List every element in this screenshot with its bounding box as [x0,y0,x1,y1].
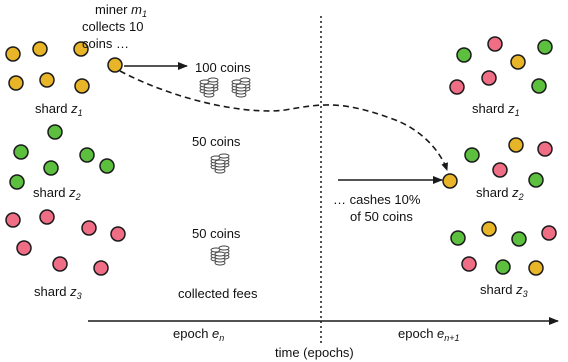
shard-z3-right-label: shard z3 [480,282,528,299]
coin-disc [203,83,215,89]
epoch-n-label: epoch en [173,326,224,343]
node-orange [510,54,526,70]
node-green [464,147,480,163]
node-pink [537,141,553,157]
node-orange [481,221,497,237]
miner-migration-path [119,70,448,171]
node-pink [81,220,97,236]
node-orange [73,41,89,57]
collected-fees-label: collected fees [178,286,258,301]
miner-label-line1: miner m1 [95,2,147,19]
node-orange [5,46,21,62]
coin-disc [235,83,247,89]
node-orange [8,75,24,91]
shard-z3-right-nodes [450,221,557,276]
shard-z1-left-label: shard z1 [35,101,83,118]
shard-z2-right-nodes [464,137,553,188]
node-green [537,39,553,55]
node-green [13,144,29,160]
shard-z2-left-label: shard z2 [33,185,81,202]
shard-z3-left-label: shard z3 [34,284,82,301]
node-orange [508,137,524,153]
coin-disc [214,251,226,257]
node-green [99,158,115,174]
node-green [47,124,63,140]
coin-disc [218,153,230,159]
miner-label-line2: collects 10 [82,19,143,34]
shard-z3-left-nodes [5,209,126,276]
coin-stack-icon [199,77,219,98]
coins-label-100: 100 coins [195,60,251,75]
coin-stack-icon [210,153,230,174]
node-pink [93,260,109,276]
node-pink [16,240,32,256]
coin-disc [207,77,219,83]
epoch-n1-label: epoch en+1 [398,326,460,343]
node-pink [5,212,21,228]
node-green [511,231,527,247]
node-green [495,259,511,275]
node-green [43,160,59,176]
node-orange [39,72,55,88]
node-pink [39,209,55,225]
miner-m1-node-new-shard [442,173,458,189]
coins-label-50-mid: 50 coins [192,134,241,149]
coin-stack-icon [231,77,251,98]
miner-m1-node [107,57,123,73]
node-green [528,172,544,188]
coin-stack-icon [210,245,230,266]
coin-disc [239,77,251,83]
node-pink [449,79,465,95]
shard-z1-left-nodes [5,41,90,94]
node-green [9,174,25,190]
node-pink [110,226,126,242]
node-orange [74,78,90,94]
coin-disc [214,159,226,165]
coins-label-50-bot: 50 coins [192,226,241,241]
node-pink [461,256,477,272]
shard-z2-right-label: shard z2 [476,185,524,202]
node-pink [492,162,508,178]
node-pink [481,70,497,86]
shard-z1-right-nodes [449,36,553,95]
cashes-label-line1: … cashes 10% [333,192,421,207]
shard-z2-left-nodes [9,124,115,190]
node-orange [528,260,544,276]
node-green [450,230,466,246]
shard-z1-right-label: shard z1 [472,101,520,118]
node-orange [32,41,48,57]
node-green [456,47,472,63]
time-axis-label: time (epochs) [275,345,354,360]
cashes-label-line2: of 50 coins [350,209,413,224]
coin-disc [218,245,230,251]
node-pink [541,225,557,241]
node-pink [52,256,68,272]
node-pink [487,36,503,52]
node-green [79,147,95,163]
node-green [531,78,547,94]
miner-label-line3: coins … [82,36,129,51]
